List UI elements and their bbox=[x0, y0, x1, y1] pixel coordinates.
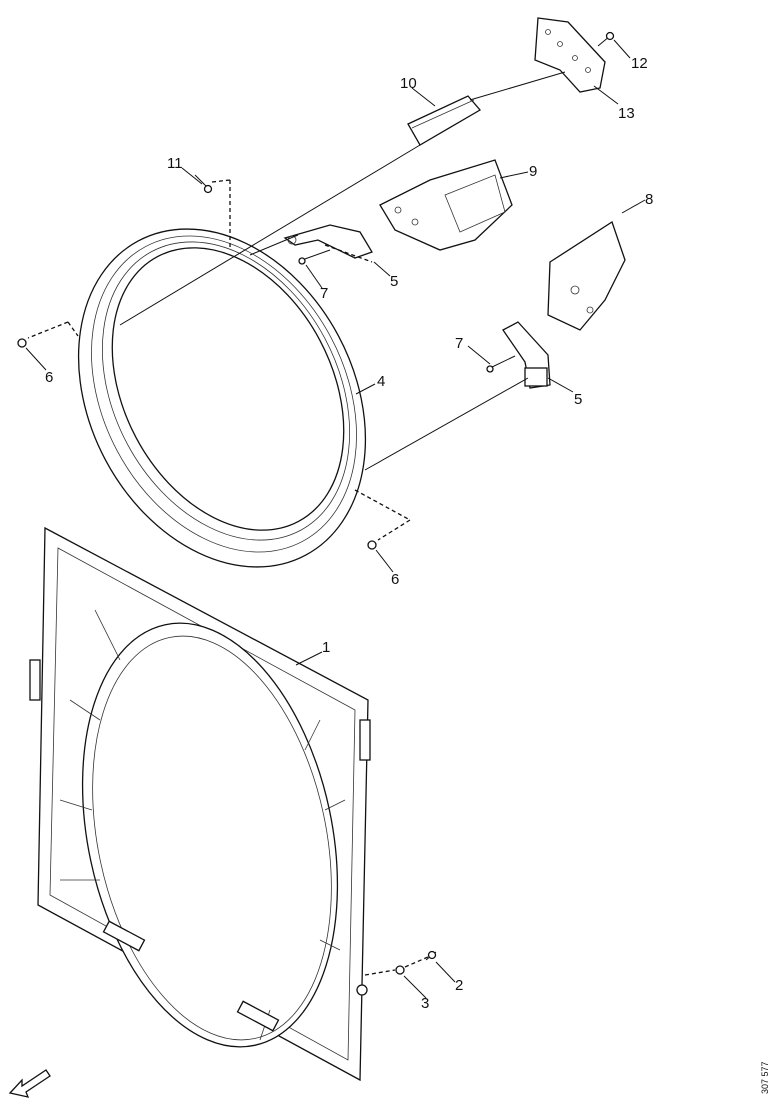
callout-7-upper: 7 bbox=[320, 285, 328, 302]
bracket-housing-9 bbox=[379, 159, 513, 251]
callout-10: 10 bbox=[400, 75, 417, 92]
callout-1: 1 bbox=[322, 639, 330, 656]
bolt-7-upper bbox=[298, 249, 331, 265]
assembly-lines bbox=[27, 71, 566, 976]
fan-ring bbox=[77, 228, 367, 568]
bracket-10 bbox=[407, 95, 482, 146]
arm-bracket-upper bbox=[283, 224, 373, 259]
nut-6-right bbox=[367, 540, 377, 550]
bracket-8 bbox=[547, 221, 626, 331]
figure-reference-code: 307 577 bbox=[760, 1061, 770, 1094]
direction-arrow-icon bbox=[8, 1069, 51, 1098]
callout-4: 4 bbox=[377, 373, 385, 390]
fan-shroud bbox=[29, 526, 371, 1082]
bolt-7-lower bbox=[486, 355, 516, 373]
bolt-11 bbox=[194, 174, 213, 194]
callout-13: 13 bbox=[618, 105, 635, 122]
callout-2: 2 bbox=[455, 977, 463, 994]
washer-3 bbox=[395, 965, 405, 975]
callout-9: 9 bbox=[529, 163, 537, 180]
callout-5-upper: 5 bbox=[390, 273, 398, 290]
callout-7-lower: 7 bbox=[455, 335, 463, 352]
leader-lines bbox=[25, 39, 646, 999]
bolt-12 bbox=[597, 31, 615, 47]
arm-bracket-lower bbox=[502, 321, 551, 389]
callout-3: 3 bbox=[421, 995, 429, 1012]
callout-labels: 1 2 3 4 5 5 6 6 7 7 8 9 10 11 12 13 bbox=[45, 55, 653, 1012]
callout-8: 8 bbox=[645, 191, 653, 208]
nut-6-left bbox=[17, 338, 27, 348]
callout-5-lower: 5 bbox=[574, 391, 582, 408]
mounting-plate bbox=[534, 17, 606, 93]
callout-11: 11 bbox=[167, 155, 183, 172]
bolt-2 bbox=[425, 950, 437, 961]
callout-6-left: 6 bbox=[45, 369, 53, 386]
callout-6-right: 6 bbox=[391, 571, 399, 588]
callout-12: 12 bbox=[631, 55, 648, 72]
